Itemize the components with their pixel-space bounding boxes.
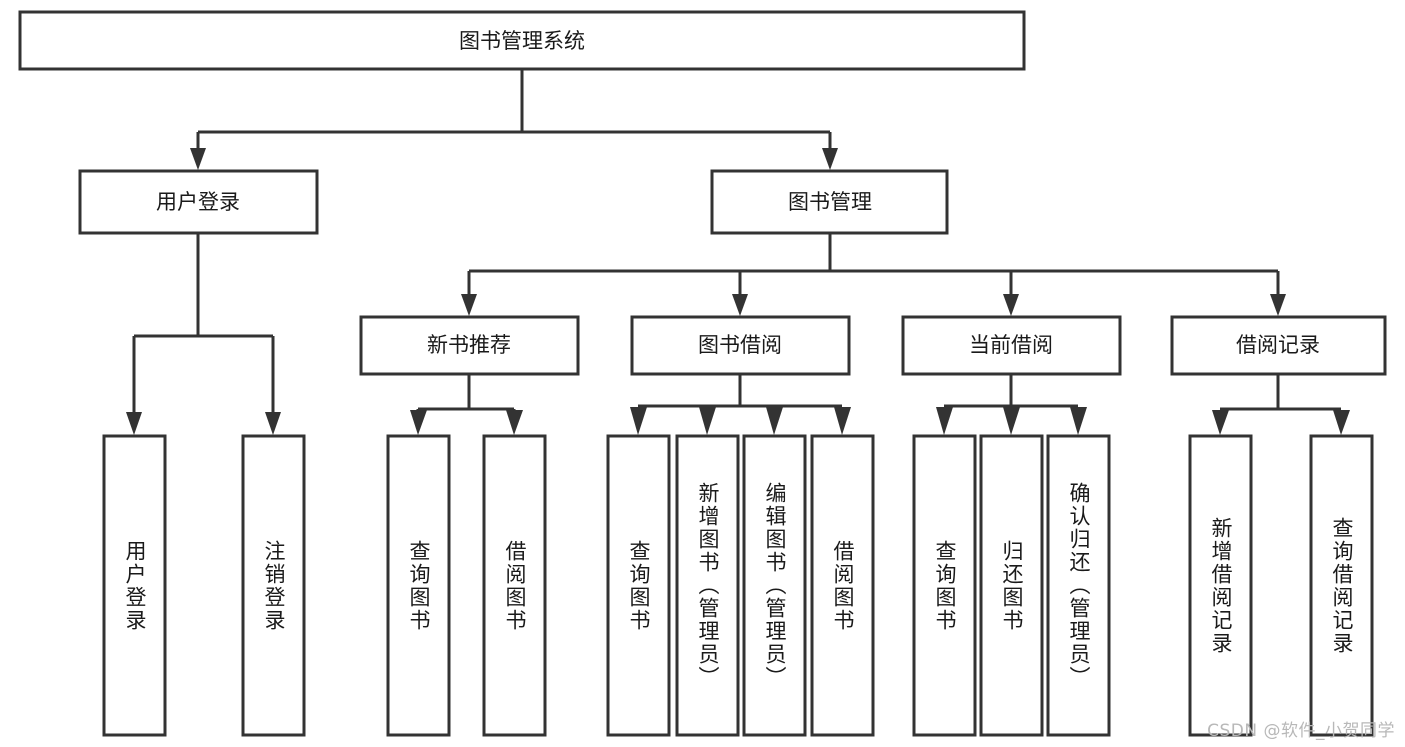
connectors-user-login-to-leaves [126, 233, 281, 435]
node-borrow-record[interactable]: 借阅记录 [1170, 315, 1387, 376]
node-leaf-confirm-return-box[interactable] [1046, 434, 1111, 737]
node-book-manage-box[interactable] [710, 169, 949, 235]
node-current-borrow[interactable]: 当前借阅 [901, 315, 1122, 376]
node-root[interactable]: 图书管理系统 [18, 10, 1026, 71]
arrow-to-borrow-record-icon [1270, 294, 1286, 316]
node-leaf-add-record-box[interactable] [1188, 434, 1253, 737]
connectors-current-borrow-to-leaves [936, 374, 1087, 435]
arrow-to-leaf-query-book-1-icon [410, 410, 427, 435]
node-book-manage-label: 图书管理 [788, 190, 872, 214]
connectors-book-borrow-to-leaves [630, 374, 851, 435]
node-current-borrow-box[interactable] [901, 315, 1122, 376]
node-leaf-user-logout-box[interactable] [241, 434, 306, 737]
node-leaf-query-book-1-box[interactable] [386, 434, 451, 737]
node-leaf-query-book-2-box[interactable] [606, 434, 671, 737]
arrow-to-leaf-query-book-2-icon [630, 407, 647, 435]
node-book-borrow[interactable]: 图书借阅 [630, 315, 851, 376]
connectors-root-to-level2 [190, 69, 838, 170]
node-current-borrow-label: 当前借阅 [969, 333, 1053, 357]
arrow-to-leaf-add-book-icon [699, 407, 716, 435]
arrow-to-book-borrow-icon [732, 294, 748, 316]
arrow-to-leaf-borrow-book-1-icon [506, 410, 523, 435]
node-book-manage[interactable]: 图书管理 [710, 169, 949, 235]
connectors-new-book-recommend-to-leaves [410, 374, 523, 435]
node-user-login[interactable]: 用户登录 [78, 169, 319, 235]
arrow-to-leaf-user-login-icon [126, 412, 142, 435]
leaf-boxes [102, 434, 1374, 737]
node-new-book-recommend-box[interactable] [359, 315, 580, 376]
arrow-to-leaf-return-book-icon [1003, 407, 1020, 435]
connectors-borrow-record-to-leaves [1212, 374, 1350, 435]
arrow-to-book-manage-icon [822, 148, 838, 170]
node-borrow-record-box[interactable] [1170, 315, 1387, 376]
arrow-to-user-login-icon [190, 148, 206, 170]
arrow-to-leaf-query-book-3-icon [936, 407, 953, 435]
node-new-book-recommend[interactable]: 新书推荐 [359, 315, 580, 376]
node-root-box[interactable] [18, 10, 1026, 71]
node-user-login-label: 用户登录 [156, 190, 240, 214]
node-leaf-borrow-book-2-box[interactable] [810, 434, 875, 737]
arrow-to-leaf-query-record-icon [1333, 410, 1350, 435]
node-leaf-borrow-book-1-box[interactable] [482, 434, 547, 737]
arrow-to-new-book-recommend-icon [461, 294, 477, 316]
arrow-to-current-borrow-icon [1003, 294, 1019, 316]
arrow-to-leaf-confirm-return-icon [1070, 407, 1087, 435]
node-borrow-record-label: 借阅记录 [1236, 333, 1320, 357]
node-new-book-recommend-label: 新书推荐 [427, 333, 511, 357]
node-leaf-add-book-box[interactable] [675, 434, 740, 737]
arrow-to-leaf-borrow-book-2-icon [834, 407, 851, 435]
arrow-to-leaf-add-record-icon [1212, 410, 1229, 435]
node-leaf-user-login-box[interactable] [102, 434, 167, 737]
node-book-borrow-label: 图书借阅 [698, 333, 782, 357]
node-leaf-edit-book-box[interactable] [742, 434, 807, 737]
arrow-to-leaf-edit-book-icon [766, 407, 783, 435]
node-user-login-box[interactable] [78, 169, 319, 235]
node-book-borrow-box[interactable] [630, 315, 851, 376]
watermark-text: CSDN @软件_小贺同学 [1207, 721, 1395, 741]
connectors-book-manage-to-level3 [461, 233, 1286, 316]
arrow-to-leaf-user-logout-icon [265, 412, 281, 435]
node-root-label: 图书管理系统 [459, 29, 585, 53]
node-leaf-return-book-box[interactable] [979, 434, 1044, 737]
node-leaf-query-record-box[interactable] [1309, 434, 1374, 737]
node-leaf-query-book-3-box[interactable] [912, 434, 977, 737]
